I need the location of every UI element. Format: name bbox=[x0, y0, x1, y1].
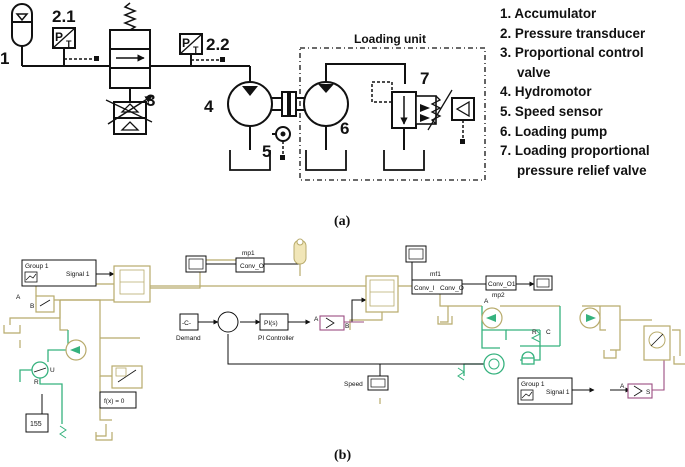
speed-sensor-symbol bbox=[272, 126, 291, 160]
relief-valve-blocks bbox=[35, 295, 143, 389]
signal-builder-upper bbox=[21, 259, 97, 287]
legend-item: 7. Loading proportional pressure relief v… bbox=[500, 141, 685, 180]
reservoir-symbols bbox=[3, 316, 685, 441]
port-r-sensor: R bbox=[532, 329, 537, 336]
mp2-conv-label: Conv_O1 bbox=[488, 281, 516, 288]
legend-item-number: 4. bbox=[500, 84, 512, 100]
mf1-conv-in-label: Conv_I bbox=[414, 285, 435, 292]
transducer-2-t-glyph: T bbox=[193, 45, 199, 55]
scope-blocks bbox=[185, 245, 553, 391]
legend-item: 4. Hydromotor bbox=[500, 82, 685, 102]
legend-item-label-continued: pressure relief valve bbox=[517, 162, 647, 178]
motor-sensor-blocks bbox=[31, 329, 541, 439]
relief-valve-symbol bbox=[371, 81, 475, 171]
port-a-ps-converter: A bbox=[314, 316, 319, 323]
simulation-model-panel bbox=[3, 238, 685, 441]
label-transducer-1-number: 2.1 bbox=[52, 7, 76, 26]
mf1-conv-out-label: Conv_O bbox=[440, 285, 464, 292]
label-accumulator-number: 1 bbox=[0, 49, 9, 68]
transducer-2-p-glyph: P bbox=[182, 36, 190, 50]
panel-b-caption: (b) bbox=[334, 448, 352, 463]
legend-item-label: Hydromotor bbox=[514, 84, 592, 100]
pi-controller-label: PI Controller bbox=[258, 335, 295, 342]
port-u-motor: U bbox=[50, 367, 55, 374]
port-a-loading-line: A bbox=[484, 298, 489, 305]
pressure-transducer-2 bbox=[179, 33, 225, 66]
loading-unit-frame bbox=[299, 47, 486, 181]
transducer-1-t-glyph: T bbox=[66, 39, 72, 49]
legend-item: 5. Speed sensor bbox=[500, 102, 685, 122]
legend-item: 2. Pressure transducer bbox=[500, 24, 685, 44]
legend-item-number: 6. bbox=[500, 123, 512, 139]
transducer-1-p-glyph: P bbox=[55, 30, 63, 44]
port-c-sensor: C bbox=[546, 329, 551, 336]
speed-label: Speed bbox=[344, 381, 363, 388]
loading-unit-title: Loading unit bbox=[354, 32, 426, 46]
loading-pump-symbol bbox=[303, 63, 406, 171]
pressure-transducer-1 bbox=[52, 27, 99, 66]
mp1-label: mp1 bbox=[242, 250, 255, 257]
model-accumulator bbox=[293, 238, 307, 265]
label-hydromotor-number: 4 bbox=[204, 97, 214, 116]
mp1-conv-label: Conv_O bbox=[240, 263, 264, 270]
legend-item-label: Proportional control bbox=[514, 45, 644, 61]
port-a-upper-valve: A bbox=[16, 294, 21, 301]
legend-item: 6. Loading pump bbox=[500, 122, 685, 142]
legend-item-number: 1. bbox=[500, 6, 512, 21]
legend-item-label: Pressure transducer bbox=[514, 25, 646, 41]
legend-item-label: Accumulator bbox=[514, 6, 597, 21]
hydromotor-symbol bbox=[227, 81, 273, 171]
coupling-shaft bbox=[272, 91, 304, 117]
mf1-label: mf1 bbox=[430, 271, 441, 278]
panel-a-caption: (a) bbox=[334, 214, 351, 229]
group1-lower-label: Group 1 bbox=[521, 381, 545, 388]
port-s-lower: S bbox=[646, 389, 651, 396]
group1-upper-port: Signal 1 bbox=[66, 271, 90, 278]
constant-block-label: -C- bbox=[182, 320, 191, 327]
pi-block-label: PI(s) bbox=[264, 320, 278, 327]
label-pump-number: 6 bbox=[340, 119, 349, 138]
port-r-motor: R bbox=[34, 379, 39, 386]
group1-lower-port: Signal 1 bbox=[546, 389, 570, 396]
schematic-panel bbox=[11, 2, 486, 181]
port-a-lower: A bbox=[620, 383, 625, 390]
label-transducer-2-number: 2.2 bbox=[206, 35, 230, 54]
port-b-upper-valve: B bbox=[30, 303, 34, 310]
valve-blocks bbox=[113, 265, 671, 361]
simulation-model-labels: Group 1 Signal 1 Group 1 Signal 1 mp1 Co… bbox=[16, 250, 651, 428]
legend-item-number: 5. bbox=[500, 103, 512, 119]
label-valve-number: 3 bbox=[146, 91, 155, 110]
legend-item: 1. Accumulator bbox=[500, 4, 685, 24]
schematic-labels: 1 2.1 2.2 3 4 5 6 7 Loading unit P T P T bbox=[0, 7, 429, 161]
mp2-label: mp2 bbox=[492, 292, 505, 299]
fcn-block-label: f(x) = 0 bbox=[104, 398, 125, 405]
value-block-label: 155 bbox=[30, 421, 42, 428]
ps-converter-blocks bbox=[319, 315, 653, 399]
hydraulic-lines bbox=[9, 259, 681, 437]
label-relief-valve-number: 7 bbox=[420, 69, 429, 88]
legend-item-label-continued: valve bbox=[517, 64, 551, 80]
legend-item-label: Loading proportional bbox=[514, 143, 650, 159]
signal-lines bbox=[41, 262, 631, 414]
converter-blocks bbox=[25, 257, 517, 433]
legend-item-number: 2. bbox=[500, 25, 512, 41]
legend-item-label: Speed sensor bbox=[514, 103, 603, 119]
group1-upper-label: Group 1 bbox=[25, 263, 49, 270]
demand-label: Demand bbox=[176, 335, 201, 342]
legend-item: 3. Proportional control valve bbox=[500, 43, 685, 82]
signal-builder-lower bbox=[517, 377, 573, 405]
proportional-control-valve bbox=[105, 2, 153, 135]
accumulator-symbol bbox=[11, 3, 33, 66]
legend-item-label: Loading pump bbox=[514, 123, 608, 139]
port-b-ps-converter: B bbox=[345, 323, 349, 330]
legend-item-number: 7. bbox=[500, 143, 512, 159]
legend-item-number: 3. bbox=[500, 45, 512, 61]
pump-motor-blocks bbox=[65, 307, 601, 361]
label-speed-sensor-number: 5 bbox=[262, 142, 271, 161]
